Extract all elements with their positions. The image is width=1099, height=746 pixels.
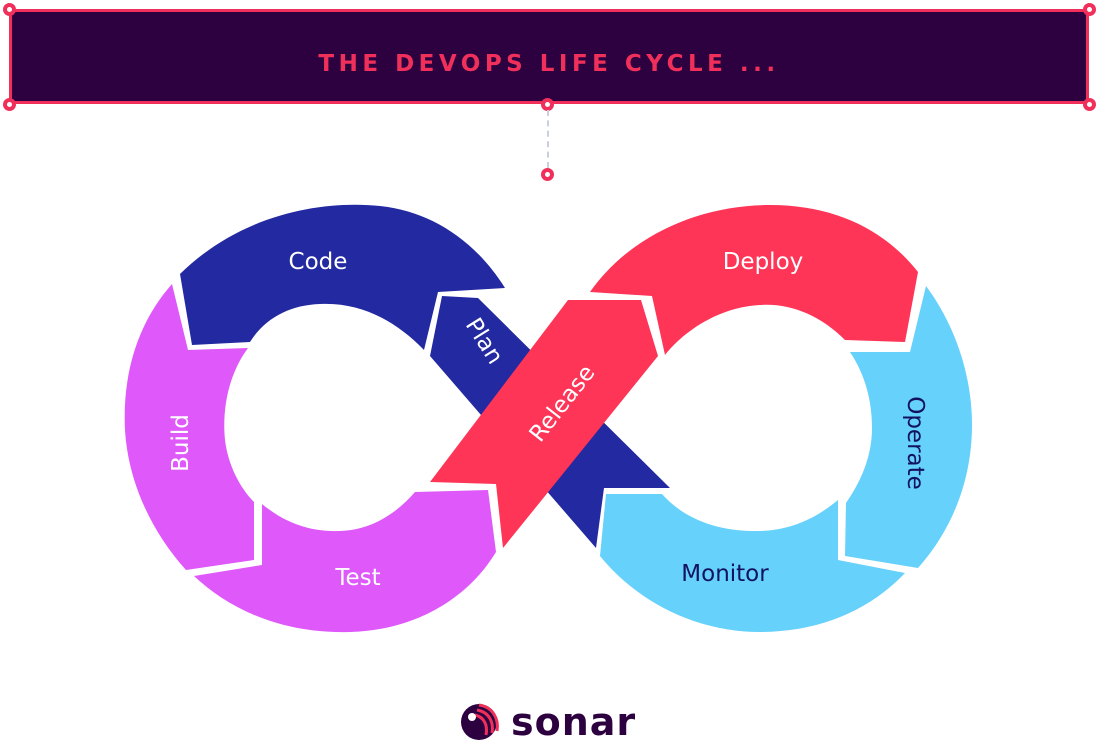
sonar-logo-text: sonar [511, 700, 637, 744]
stage-build-segment[interactable] [124, 284, 255, 570]
stage-label-monitor: Monitor [681, 561, 769, 587]
stage-test-segment[interactable] [194, 490, 496, 633]
stage-label-test: Test [334, 565, 380, 591]
stage-deploy-segment[interactable] [590, 205, 918, 355]
sonar-logo-icon [461, 703, 499, 740]
stage-code-segment[interactable] [180, 204, 505, 350]
corner-node-bottom-right [1083, 98, 1096, 111]
stage-release-segment[interactable] [430, 300, 658, 548]
stage-operate-segment[interactable] [845, 286, 972, 568]
sonar-logo: sonar [459, 701, 636, 743]
corner-node-top-left [3, 3, 16, 16]
page-title: THE DEVOPS LIFE CYCLE ... [318, 51, 780, 77]
connector-line [547, 110, 549, 168]
corner-node-bottom-left [3, 98, 16, 111]
stage-label-build: Build [168, 414, 194, 472]
corner-node-top-right [1083, 3, 1096, 16]
title-banner: THE DEVOPS LIFE CYCLE ... [9, 9, 1089, 104]
connector-node-bottom [541, 168, 554, 181]
stage-label-deploy: Deploy [723, 249, 804, 275]
connector-node-top [541, 98, 554, 111]
stage-label-operate: Operate [902, 396, 928, 490]
stage-label-code: Code [289, 249, 348, 275]
stage-monitor-segment[interactable] [600, 494, 905, 632]
